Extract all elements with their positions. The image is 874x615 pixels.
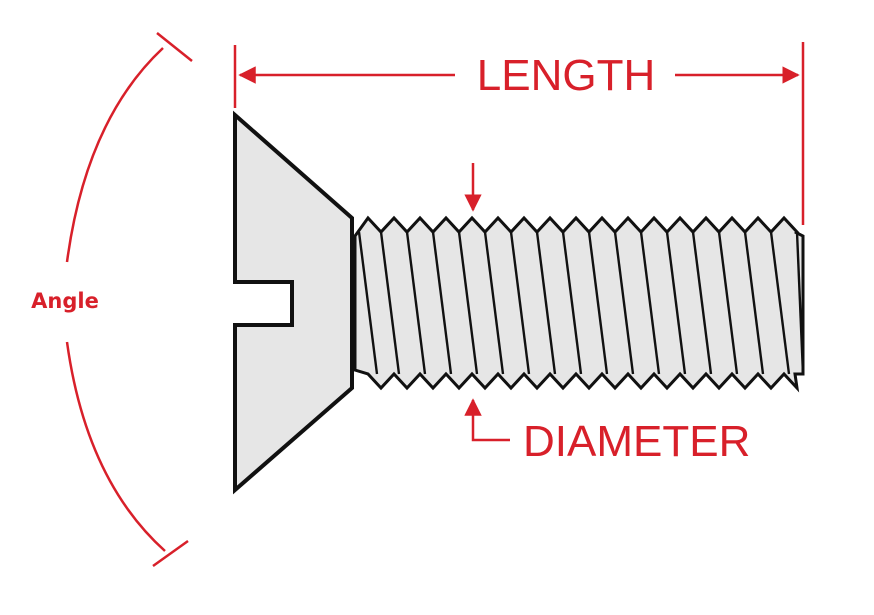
angle-arc-upper [65, 47, 164, 263]
thread-line [483, 231, 505, 375]
diameter-label: DIAMETER [523, 417, 750, 466]
angle-tick-bottom [152, 539, 189, 568]
thread-line [665, 231, 687, 375]
thread-line [639, 231, 661, 375]
thread-line [769, 231, 791, 375]
diameter-arrow-bottom [464, 398, 510, 442]
length-label: LENGTH [477, 51, 655, 100]
thread-line [691, 231, 713, 375]
thread-lines [357, 231, 805, 375]
thread-line [535, 231, 557, 375]
thread-line [795, 231, 805, 375]
thread-line [457, 231, 479, 375]
thread-line [509, 231, 531, 375]
thread-line [561, 231, 583, 375]
thread-line [613, 231, 635, 375]
thread-line [743, 231, 765, 375]
thread-line [405, 231, 427, 375]
screw-head [233, 110, 354, 495]
thread-line [717, 231, 739, 375]
thread-line [379, 231, 401, 375]
angle-label: Angle [31, 289, 99, 313]
thread-line [357, 231, 379, 375]
angle-tick-top [156, 32, 193, 62]
angle-arc-lower [65, 341, 166, 552]
thread-line [587, 231, 609, 375]
thread-line [431, 231, 453, 375]
